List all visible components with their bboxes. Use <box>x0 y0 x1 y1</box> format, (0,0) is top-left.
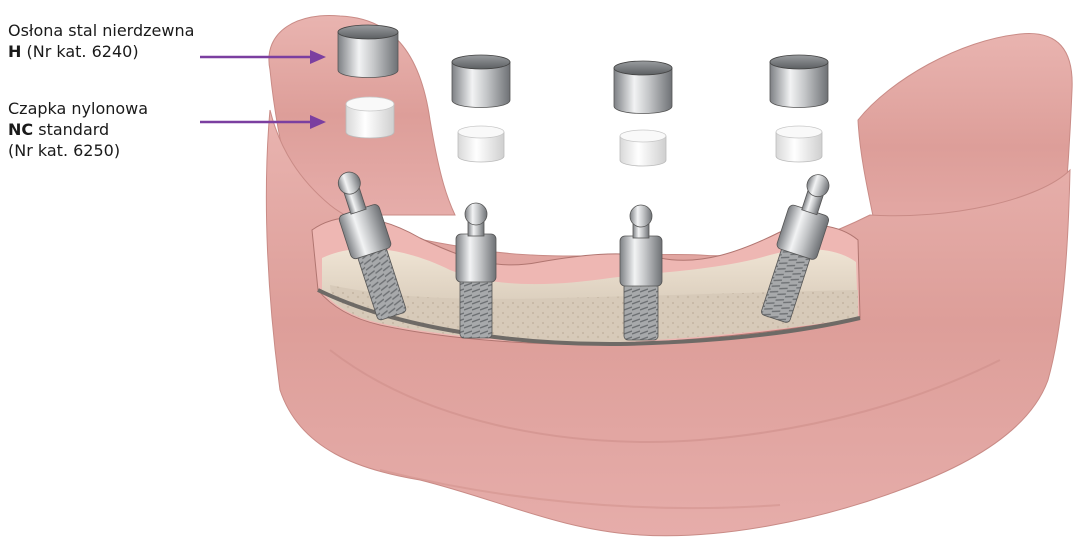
nylon-cap-label-line2: NC standard <box>8 119 148 140</box>
housing-label-line1: Osłona stal nierdzewna <box>8 20 194 41</box>
nylon-cap-3 <box>620 130 666 166</box>
implant-2 <box>456 203 496 338</box>
nylon-cap-type: standard <box>38 120 109 139</box>
housing-catalog: (Nr kat. 6240) <box>26 42 138 61</box>
housing-label-line2: H (Nr kat. 6240) <box>8 41 194 62</box>
housing-cap-4 <box>770 55 828 108</box>
housing-code: H <box>8 42 21 61</box>
nylon-cap-2 <box>458 126 504 162</box>
nylon-cap-code: NC <box>8 120 33 139</box>
housing-label: Osłona stal nierdzewna H (Nr kat. 6240) <box>8 20 194 62</box>
implant-3 <box>620 205 662 340</box>
nylon-cap-label: Czapka nylonowa NC standard (Nr kat. 625… <box>8 98 148 161</box>
nylon-cap-1 <box>346 97 394 138</box>
nylon-cap-4 <box>776 126 822 162</box>
nylon-cap-label-line1: Czapka nylonowa <box>8 98 148 119</box>
housing-cap-3 <box>614 61 672 114</box>
housing-cap-1 <box>338 25 398 78</box>
housing-cap-2 <box>452 55 510 108</box>
nylon-cap-catalog: (Nr kat. 6250) <box>8 140 148 161</box>
